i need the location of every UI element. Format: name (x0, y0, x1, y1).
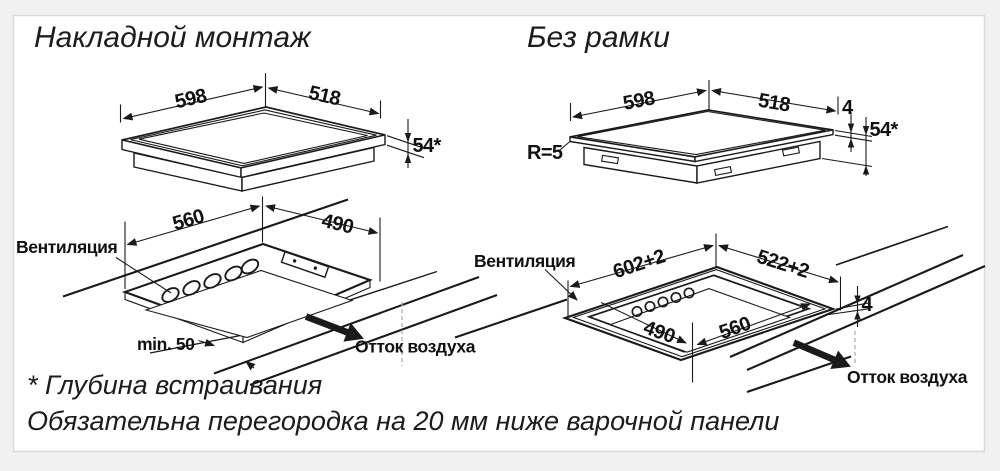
airflow-arrow-icon-right (792, 339, 851, 369)
footnote-partition-note: Обязательна перегородка на 20 мм ниже ва… (27, 406, 779, 436)
section-title-right: Без рамки (527, 21, 670, 54)
section-title-left: Накладной монтаж (34, 21, 312, 54)
ventilation-holes-right (631, 287, 695, 318)
ventilation-label-left: Вентиляция (16, 237, 117, 257)
dim-height-label-left-hob: 54* (413, 135, 442, 157)
airflow-arrow-icon-left (304, 313, 364, 342)
min-gap-label: min. 50 (137, 334, 195, 354)
ventilation-holes-left (161, 258, 260, 303)
mounting-bracket (280, 250, 330, 279)
dim-depth-label-right-hob: 518 (757, 90, 792, 117)
dim-height-label-right-hob: 54* (870, 119, 899, 141)
corner-radius-label: R=5 (527, 142, 563, 164)
frameless-section: Без рамки R=5 598 518 (454, 21, 986, 393)
step-depth-label: 4 (862, 294, 874, 316)
airflow-label-right: Отток воздуха (847, 367, 968, 387)
footnote: * Глубина встраивания Обязательна перего… (27, 370, 779, 436)
ventilation-label-right: Вентиляция (474, 251, 575, 271)
hob-top-view-right (569, 109, 834, 184)
glass-thickness-label: 4 (842, 97, 854, 119)
footnote-depth-note: * Глубина встраивания (27, 370, 322, 400)
cutout-view-left: 560 490 Вентиляция min. 50 Отток воздуха (16, 196, 498, 386)
cutout-view-right: 602+2 522+2 490 560 4 Вентиляция (454, 225, 986, 393)
surface-mount-section: Накладной монтаж 598 518 54* (16, 21, 498, 386)
airflow-label-left: Отток воздуха (355, 337, 476, 357)
